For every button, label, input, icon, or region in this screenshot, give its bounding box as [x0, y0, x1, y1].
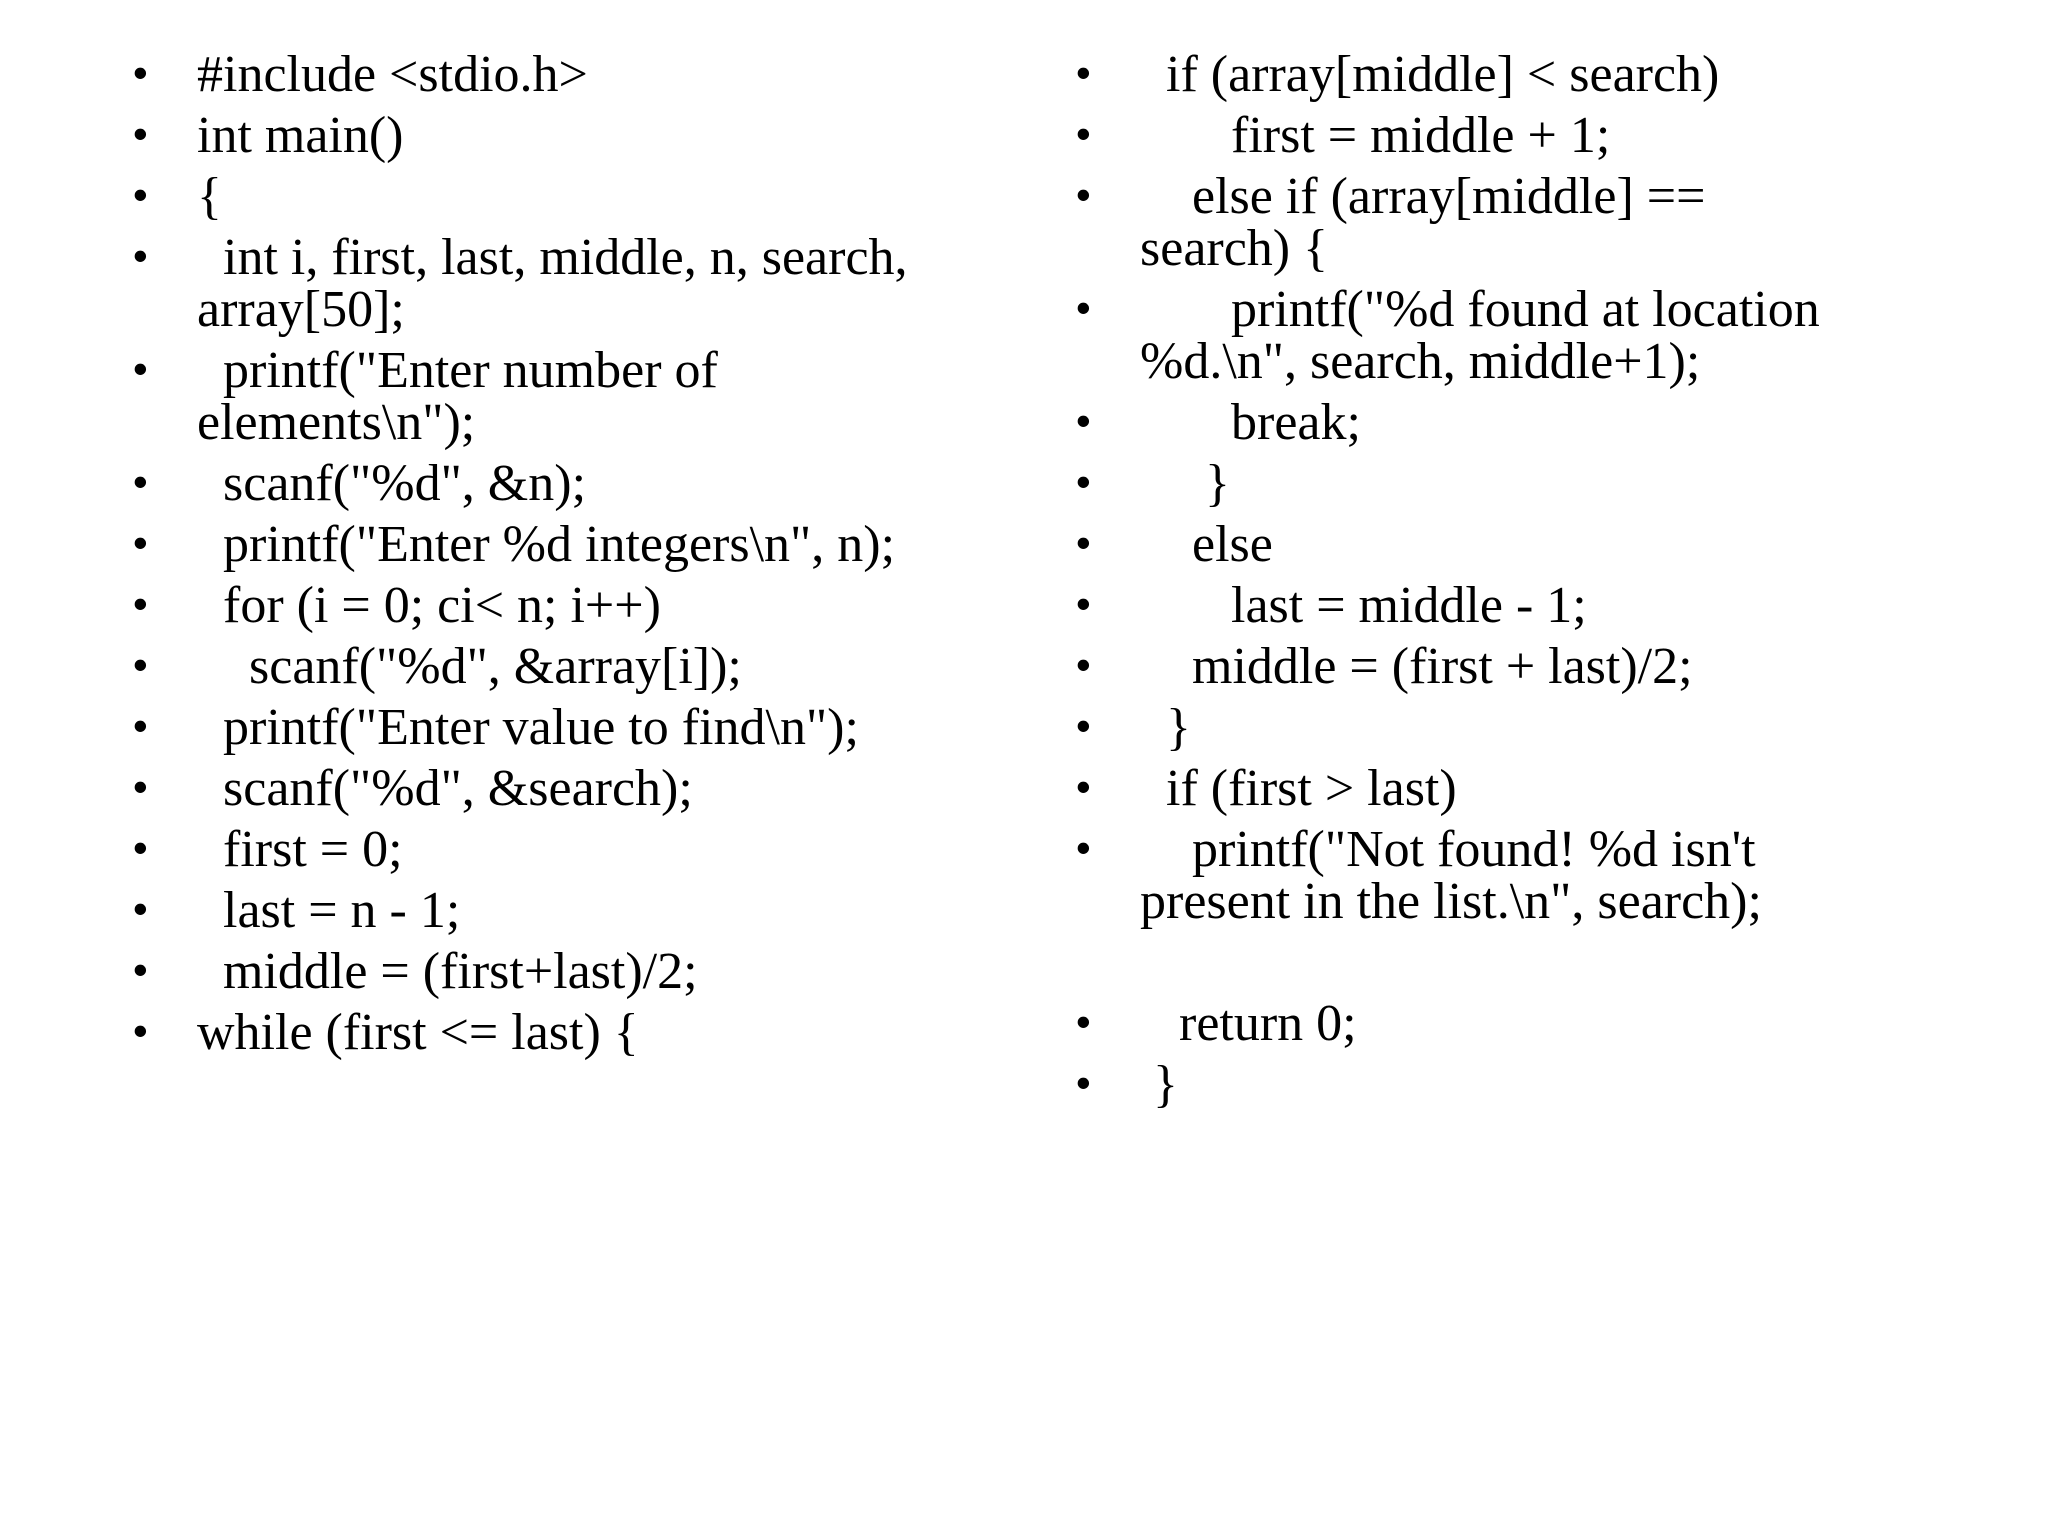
code-line: • else if (array[middle] == search) { [1076, 168, 1840, 277]
code-line: • int main() [133, 107, 957, 164]
code-line: • last = middle - 1; [1076, 577, 1840, 634]
code-line: • if (array[middle] < search) [1076, 46, 1840, 103]
left-code-column: •#include <stdio.h> •int main() •{ • int… [133, 46, 957, 1068]
code-text: middle = (first+last)/2; [197, 943, 698, 1000]
code-line: • scanf("%d", &search); [133, 760, 957, 817]
code-line: • printf("%d found at location %d.\n", s… [1076, 281, 1840, 390]
code-text: while (first <= last) { [197, 1004, 639, 1061]
code-line: • first = 0; [133, 821, 957, 878]
blank-line [1140, 937, 1840, 989]
bullet-marker: • [1076, 110, 1091, 157]
bullet-marker: • [133, 49, 148, 96]
code-line: • #include <stdio.h> [133, 46, 957, 103]
code-line: • return 0; [1076, 995, 1840, 1052]
code-text: printf("Enter %d integers\n", n); [197, 516, 896, 573]
code-line: • middle = (first+last)/2; [133, 943, 957, 1000]
bullet-marker: • [133, 824, 148, 871]
code-line: • } [1076, 699, 1840, 756]
bullet-marker: • [1076, 49, 1091, 96]
code-line: • scanf("%d", &array[i]); [133, 638, 957, 695]
code-text: printf("Enter value to find\n"); [197, 699, 859, 756]
code-text: first = middle + 1; [1140, 107, 1611, 164]
bullet-marker: • [133, 885, 148, 932]
code-text: } [1140, 455, 1230, 512]
code-line: • } [1076, 455, 1840, 512]
code-text: } [1140, 1056, 1178, 1113]
code-line: • printf("Enter %d integers\n", n); [133, 516, 957, 573]
code-text: middle = (first + last)/2; [1140, 638, 1693, 695]
code-line: • for (i = 0; ci< n; i++) [133, 577, 957, 634]
code-text: if (array[middle] < search) [1140, 46, 1720, 103]
bullet-marker: • [1076, 998, 1091, 1045]
bullet-marker: • [1076, 763, 1091, 810]
code-text: return 0; [1140, 995, 1357, 1052]
bullet-marker: • [133, 946, 148, 993]
bullet-marker: • [133, 232, 148, 279]
bullet-marker: • [1076, 284, 1091, 331]
code-text: else if (array[middle] == search) { [1140, 168, 1719, 277]
bullet-marker: • [1076, 641, 1091, 688]
bullet-marker: • [133, 110, 148, 157]
code-line: • while (first <= last) { [133, 1004, 957, 1061]
bullet-marker: • [133, 1007, 148, 1054]
code-line: • int i, first, last, middle, n, search,… [133, 229, 957, 338]
bullet-marker: • [1076, 171, 1091, 218]
code-text: int i, first, last, middle, n, search, a… [197, 229, 921, 338]
code-text: #include <stdio.h> [197, 46, 588, 103]
code-line: • middle = (first + last)/2; [1076, 638, 1840, 695]
code-line: • if (first > last) [1076, 760, 1840, 817]
code-text: else [1140, 516, 1273, 573]
code-line: • first = middle + 1; [1076, 107, 1840, 164]
bullet-marker: • [1076, 824, 1091, 871]
bullet-marker: • [1076, 702, 1091, 749]
bullet-marker: • [133, 458, 148, 505]
bullet-marker: • [133, 345, 148, 392]
bullet-marker: • [1076, 580, 1091, 627]
code-line: • last = n - 1; [133, 882, 957, 939]
bullet-marker: • [133, 641, 148, 688]
bullet-marker: • [133, 580, 148, 627]
code-text: scanf("%d", &array[i]); [197, 638, 742, 695]
code-line: •{ [133, 168, 957, 225]
bullet-marker: • [1076, 1059, 1091, 1106]
code-text: { [197, 168, 222, 225]
code-line: • else [1076, 516, 1840, 573]
code-text: int main() [197, 107, 404, 164]
code-text: if (first > last) [1140, 760, 1457, 817]
code-text: scanf("%d", &n); [197, 455, 587, 512]
code-text: scanf("%d", &search); [197, 760, 693, 817]
code-line: • break; [1076, 394, 1840, 451]
right-code-column: • if (array[middle] < search) • first = … [1076, 46, 1840, 1120]
code-text: printf("Not found! %d isn't present in t… [1140, 821, 1769, 930]
bullet-marker: • [133, 763, 148, 810]
bullet-marker: • [1076, 397, 1091, 444]
bullet-marker: • [1076, 458, 1091, 505]
code-text: break; [1140, 394, 1361, 451]
code-text: printf("Enter number of elements\n"); [197, 342, 731, 451]
code-line: • printf("Enter value to find\n"); [133, 699, 957, 756]
code-line: • printf("Enter number of elements\n"); [133, 342, 957, 451]
code-text: last = middle - 1; [1140, 577, 1587, 634]
bullet-marker: • [133, 171, 148, 218]
code-text: first = 0; [197, 821, 403, 878]
bullet-marker: • [133, 519, 148, 566]
code-text: last = n - 1; [197, 882, 461, 939]
code-text: for (i = 0; ci< n; i++) [197, 577, 661, 634]
code-line: • } [1076, 1056, 1840, 1113]
code-text: printf("%d found at location %d.\n", sea… [1140, 281, 1833, 390]
code-line: • printf("Not found! %d isn't present in… [1076, 821, 1840, 930]
code-text: } [1140, 699, 1191, 756]
bullet-marker: • [1076, 519, 1091, 566]
bullet-marker: • [133, 702, 148, 749]
code-line: • scanf("%d", &n); [133, 455, 957, 512]
